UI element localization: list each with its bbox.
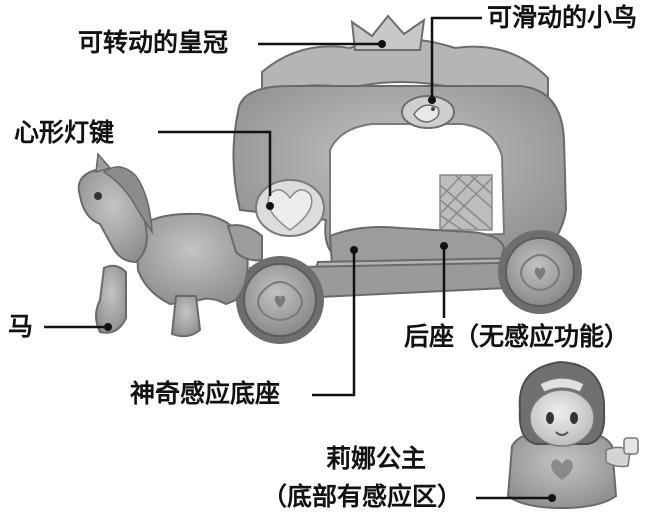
label-horse: 马 — [8, 312, 34, 341]
carriage-illustration — [232, 14, 582, 344]
label-sliding-bird: 可滑动的小鸟 — [487, 3, 638, 32]
horse-body — [134, 212, 249, 306]
leader-heart-light-key — [158, 130, 272, 196]
leader-lines — [44, 16, 548, 500]
crown-icon — [350, 14, 426, 51]
rear-wheel — [498, 230, 582, 314]
horse-mane — [102, 166, 153, 235]
label-figure-name: 莉娜公主 — [325, 444, 426, 473]
princess-figure — [506, 360, 639, 510]
horse-hind-leg — [170, 295, 202, 338]
bird-ornament — [401, 95, 455, 129]
label-figure-sensor-note: （底部有感应区） — [262, 482, 463, 511]
horse-illustration — [77, 152, 263, 338]
figure-eye-right — [570, 412, 578, 424]
horse-harness — [226, 224, 263, 262]
back-seat — [328, 226, 506, 266]
figure-heart-icon — [551, 459, 573, 480]
label-magic-sensor-base: 神奇感应底座 — [130, 379, 281, 408]
label-rotating-crown: 可转动的皇冠 — [78, 28, 229, 57]
leader-sliding-bird — [430, 16, 482, 100]
label-heart-light-key: 心形灯键 — [14, 118, 115, 147]
leader-magic-sensor-base — [312, 250, 356, 397]
label-back-seat: 后座（无感应功能） — [404, 322, 630, 351]
front-wheel — [236, 256, 324, 344]
leader-dots — [104, 40, 556, 502]
lattice-panel — [439, 174, 493, 231]
cup-icon — [623, 437, 639, 455]
figure-face — [529, 389, 595, 447]
horse-eye — [94, 192, 102, 200]
tiara-icon — [539, 377, 585, 393]
figure-mouth — [555, 431, 569, 436]
figure-eye-left — [546, 412, 554, 424]
horse-ear — [95, 152, 112, 174]
horse-front-leg — [95, 264, 127, 334]
heart-light-button — [255, 179, 325, 237]
